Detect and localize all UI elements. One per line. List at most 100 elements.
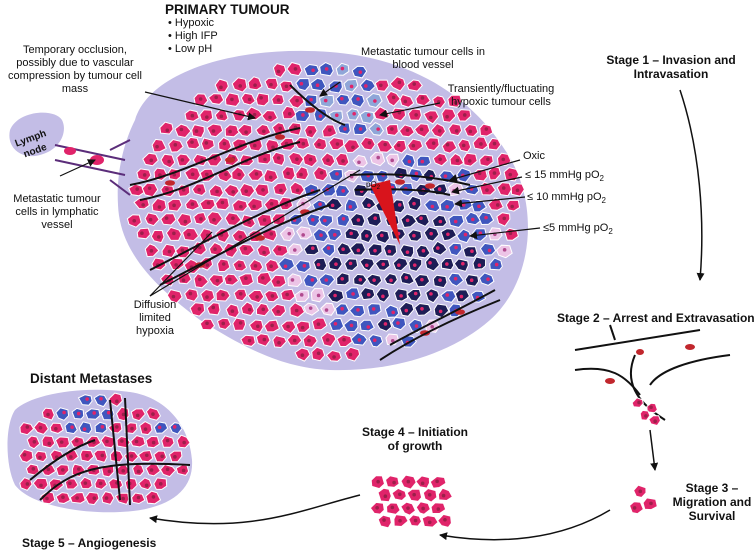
- cell-nucleus: [148, 186, 152, 190]
- cell-nucleus: [414, 519, 418, 523]
- stage1-label: Stage 1 – Invasion and Intravasation: [596, 53, 746, 81]
- cell-nucleus: [220, 115, 224, 119]
- cell-nucleus: [191, 114, 195, 118]
- cell-nucleus: [341, 247, 345, 251]
- cell-nucleus: [261, 308, 265, 312]
- cell-nucleus: [331, 204, 335, 208]
- cell-nucleus: [180, 128, 184, 132]
- tumour-cell: [438, 488, 452, 500]
- cell-nucleus: [317, 294, 321, 298]
- cell-nucleus: [197, 188, 201, 192]
- cell-nucleus: [182, 441, 186, 445]
- cell-nucleus: [311, 278, 315, 282]
- cell-nucleus: [244, 189, 248, 193]
- cell-nucleus: [285, 293, 289, 297]
- cell-nucleus: [228, 278, 232, 282]
- cell-nucleus: [332, 355, 336, 359]
- cell-nucleus: [436, 246, 440, 250]
- diffusion-limited-label: Diffusion limited hypoxia: [120, 299, 190, 338]
- cell-nucleus: [268, 116, 272, 120]
- cell-nucleus: [219, 86, 223, 90]
- stage3-label: Stage 3 – Migration and Survival: [670, 481, 754, 523]
- cell-nucleus: [422, 249, 426, 253]
- stage5-label: Stage 5 – Angiogenesis: [22, 536, 156, 550]
- cell-nucleus: [325, 308, 329, 312]
- cell-nucleus: [23, 453, 27, 457]
- cell-nucleus: [205, 141, 209, 145]
- cell-nucleus: [205, 295, 209, 299]
- cell-nucleus: [502, 186, 506, 190]
- cell-nucleus: [398, 203, 402, 207]
- lymph-vessel-cell: [64, 147, 76, 155]
- cell-nucleus: [38, 456, 42, 460]
- cell-nucleus: [357, 218, 361, 222]
- cell-nucleus: [429, 292, 433, 296]
- cell-nucleus: [455, 129, 459, 133]
- cell-nucleus: [293, 248, 297, 252]
- cell-nucleus: [485, 188, 489, 192]
- cell-nucleus: [486, 157, 490, 161]
- cell-nucleus: [286, 325, 290, 329]
- cell-nucleus: [205, 173, 209, 177]
- cell-nucleus: [248, 98, 252, 102]
- cell-nucleus: [303, 264, 307, 268]
- cell-nucleus: [77, 467, 81, 471]
- cell-nucleus: [155, 145, 159, 149]
- cell-nucleus: [438, 187, 442, 191]
- cell-nucleus: [351, 145, 355, 149]
- cell-nucleus: [92, 496, 96, 500]
- cell-nucleus: [211, 306, 215, 310]
- cell-nucleus: [158, 426, 162, 430]
- cell-nucleus: [294, 67, 298, 71]
- cell-nucleus: [206, 263, 210, 267]
- cell-nucleus: [644, 414, 648, 418]
- cell-nucleus: [248, 308, 252, 312]
- cell-nucleus: [158, 205, 162, 209]
- cell-nucleus: [99, 397, 103, 401]
- cell-nucleus: [181, 248, 185, 252]
- cell-nucleus: [92, 411, 96, 415]
- cell-nucleus: [454, 246, 458, 250]
- cell-nucleus: [404, 309, 408, 313]
- cell-nucleus: [317, 351, 321, 355]
- cell-nucleus: [323, 219, 327, 223]
- cell-nucleus: [342, 338, 346, 342]
- cell-nucleus: [296, 189, 300, 193]
- cell-nucleus: [412, 144, 416, 148]
- cell-nucleus: [372, 278, 376, 282]
- cell-nucleus: [214, 96, 218, 100]
- cell-nucleus: [172, 204, 176, 208]
- cell-nucleus: [166, 468, 170, 472]
- cell-nucleus: [406, 506, 410, 510]
- rbc: [165, 180, 175, 186]
- stage2-label: Stage 2 – Arrest and Extravasation: [557, 311, 756, 325]
- cell-nucleus: [311, 246, 315, 250]
- cell-nucleus: [223, 142, 227, 146]
- cell-nucleus: [372, 307, 376, 311]
- cell-nucleus: [85, 397, 89, 401]
- cell-nucleus: [415, 172, 419, 176]
- cell-nucleus: [256, 324, 260, 328]
- cell-nucleus: [108, 469, 112, 473]
- cell-nucleus: [421, 482, 425, 486]
- cell-nucleus: [340, 97, 344, 101]
- tumour-cell: [360, 111, 374, 123]
- cell-nucleus: [105, 496, 109, 500]
- cell-nucleus: [446, 143, 450, 147]
- cell-nucleus: [101, 425, 105, 429]
- cell-nucleus: [445, 205, 449, 209]
- cell-nucleus: [412, 493, 416, 497]
- cell-nucleus: [445, 293, 449, 297]
- cell-nucleus: [366, 325, 370, 329]
- cell-nucleus: [189, 292, 193, 296]
- po2-15-label: ≤ 15 mmHg pO2: [525, 169, 604, 185]
- distant-metastases-title: Distant Metastases: [30, 371, 152, 387]
- cell-nucleus: [414, 292, 418, 296]
- cell-nucleus: [248, 339, 252, 343]
- po2-5-label: ≤5 mmHg pO2: [543, 222, 613, 238]
- cell-nucleus: [428, 261, 432, 265]
- cell-nucleus: [412, 202, 416, 206]
- cell-nucleus: [373, 216, 377, 220]
- stage3-cells: [630, 485, 658, 514]
- cell-nucleus: [107, 411, 111, 415]
